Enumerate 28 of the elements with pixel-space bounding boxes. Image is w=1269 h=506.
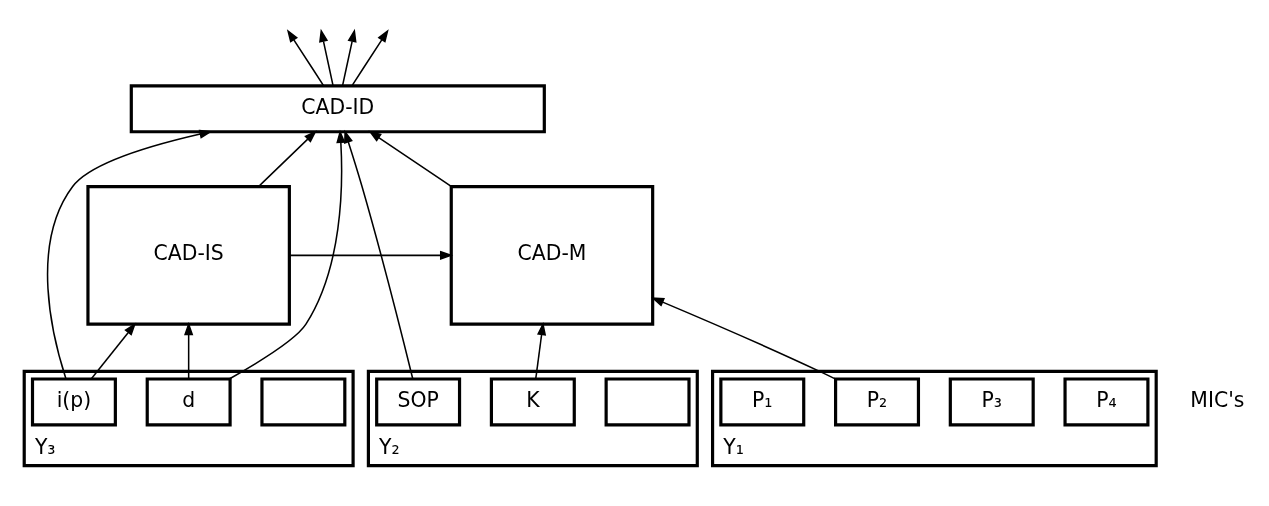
- node-box: [604, 377, 691, 427]
- node-box: CAD-M: [449, 184, 655, 326]
- node-box: SOP: [375, 377, 462, 427]
- node-box: CAD-IS: [86, 184, 291, 326]
- arrow: [341, 28, 357, 87]
- arrow: [184, 322, 194, 380]
- arrow: [650, 297, 836, 380]
- arrow: [535, 322, 547, 380]
- arrow: [228, 129, 346, 380]
- node-box: i(p): [30, 377, 117, 427]
- arrow: [90, 322, 137, 380]
- node-box: P₂: [834, 377, 921, 427]
- node-box: P₁: [719, 377, 806, 427]
- arrow: [286, 29, 325, 87]
- arrow: [319, 28, 334, 87]
- node-box: d: [145, 377, 232, 427]
- node-box: [260, 377, 347, 427]
- arrow: [288, 250, 454, 260]
- arrow: [46, 129, 213, 380]
- arrow: [368, 130, 452, 188]
- node-box: P₃: [948, 377, 1035, 427]
- arrow: [351, 29, 389, 87]
- node-box: K: [489, 377, 576, 427]
- node-box: P₄: [1063, 377, 1150, 427]
- arrow: [344, 129, 414, 380]
- arrow: [258, 130, 317, 188]
- node-box: CAD-ID: [129, 84, 546, 134]
- label: MIC's: [1190, 387, 1245, 412]
